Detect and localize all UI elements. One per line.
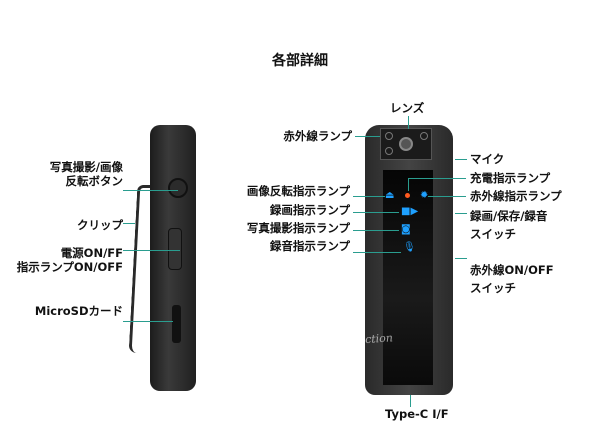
- leader-line: [123, 321, 173, 322]
- label-rec-switch: 録画/保存/録音スイッチ: [470, 209, 548, 241]
- leader-line: [455, 159, 467, 160]
- label-microsd: MicroSDカード: [34, 304, 123, 318]
- leader-line: [355, 136, 380, 137]
- indicator-panel: [383, 170, 433, 385]
- ir-led-icon: [385, 132, 393, 140]
- leader-line: [353, 230, 399, 231]
- ir-led-icon: [385, 147, 393, 155]
- leader-line: [408, 178, 466, 179]
- page-title: 各部詳細: [272, 53, 328, 69]
- microsd-slot: [172, 305, 181, 343]
- label-lens: レンズ: [390, 101, 425, 115]
- label-video-indicator: 録画指示ランプ: [269, 203, 350, 217]
- ir-led-icon: [420, 132, 428, 140]
- label-audio-indicator: 録音指示ランプ: [269, 239, 350, 253]
- label-ir-indicator: 赤外線指示ランプ: [470, 189, 562, 203]
- charge-indicator-dot: [405, 193, 410, 198]
- label-photo-flip-button: 写真撮影/画像反転ボタン: [49, 160, 123, 188]
- lens-icon: [399, 137, 413, 151]
- leader-line: [455, 213, 467, 214]
- leader-line: [123, 223, 135, 224]
- leader-line: [408, 178, 409, 191]
- leader-line: [123, 250, 180, 251]
- leader-line: [410, 395, 411, 407]
- mic-icon: 🎙: [403, 242, 416, 253]
- leader-line: [408, 116, 409, 129]
- label-charge-indicator: 充電指示ランプ: [470, 171, 551, 185]
- video-icon: ■▶: [401, 206, 419, 217]
- label-typec: Type-C I/F: [385, 407, 449, 421]
- label-photo-indicator: 写真撮影指示ランプ: [246, 221, 350, 235]
- label-clip: クリップ: [77, 218, 123, 232]
- leader-line: [353, 252, 401, 253]
- leader-line: [123, 190, 178, 191]
- flip-indicator-icon: ⏏: [385, 190, 395, 201]
- label-ir-lamp: 赤外線ランプ: [283, 129, 352, 143]
- lens-module: [380, 128, 432, 160]
- ir-bulb-icon: ✹: [420, 190, 429, 201]
- power-switch: [168, 228, 182, 270]
- leader-line: [455, 258, 467, 259]
- camera-icon: ◙: [401, 224, 411, 235]
- label-mic: マイク: [470, 152, 505, 166]
- leader-line: [353, 212, 399, 213]
- photo-flip-button: [168, 178, 188, 198]
- leader-line: [353, 196, 385, 197]
- leader-line: [428, 196, 466, 197]
- label-flip-indicator: 画像反転指示ランプ: [246, 184, 350, 198]
